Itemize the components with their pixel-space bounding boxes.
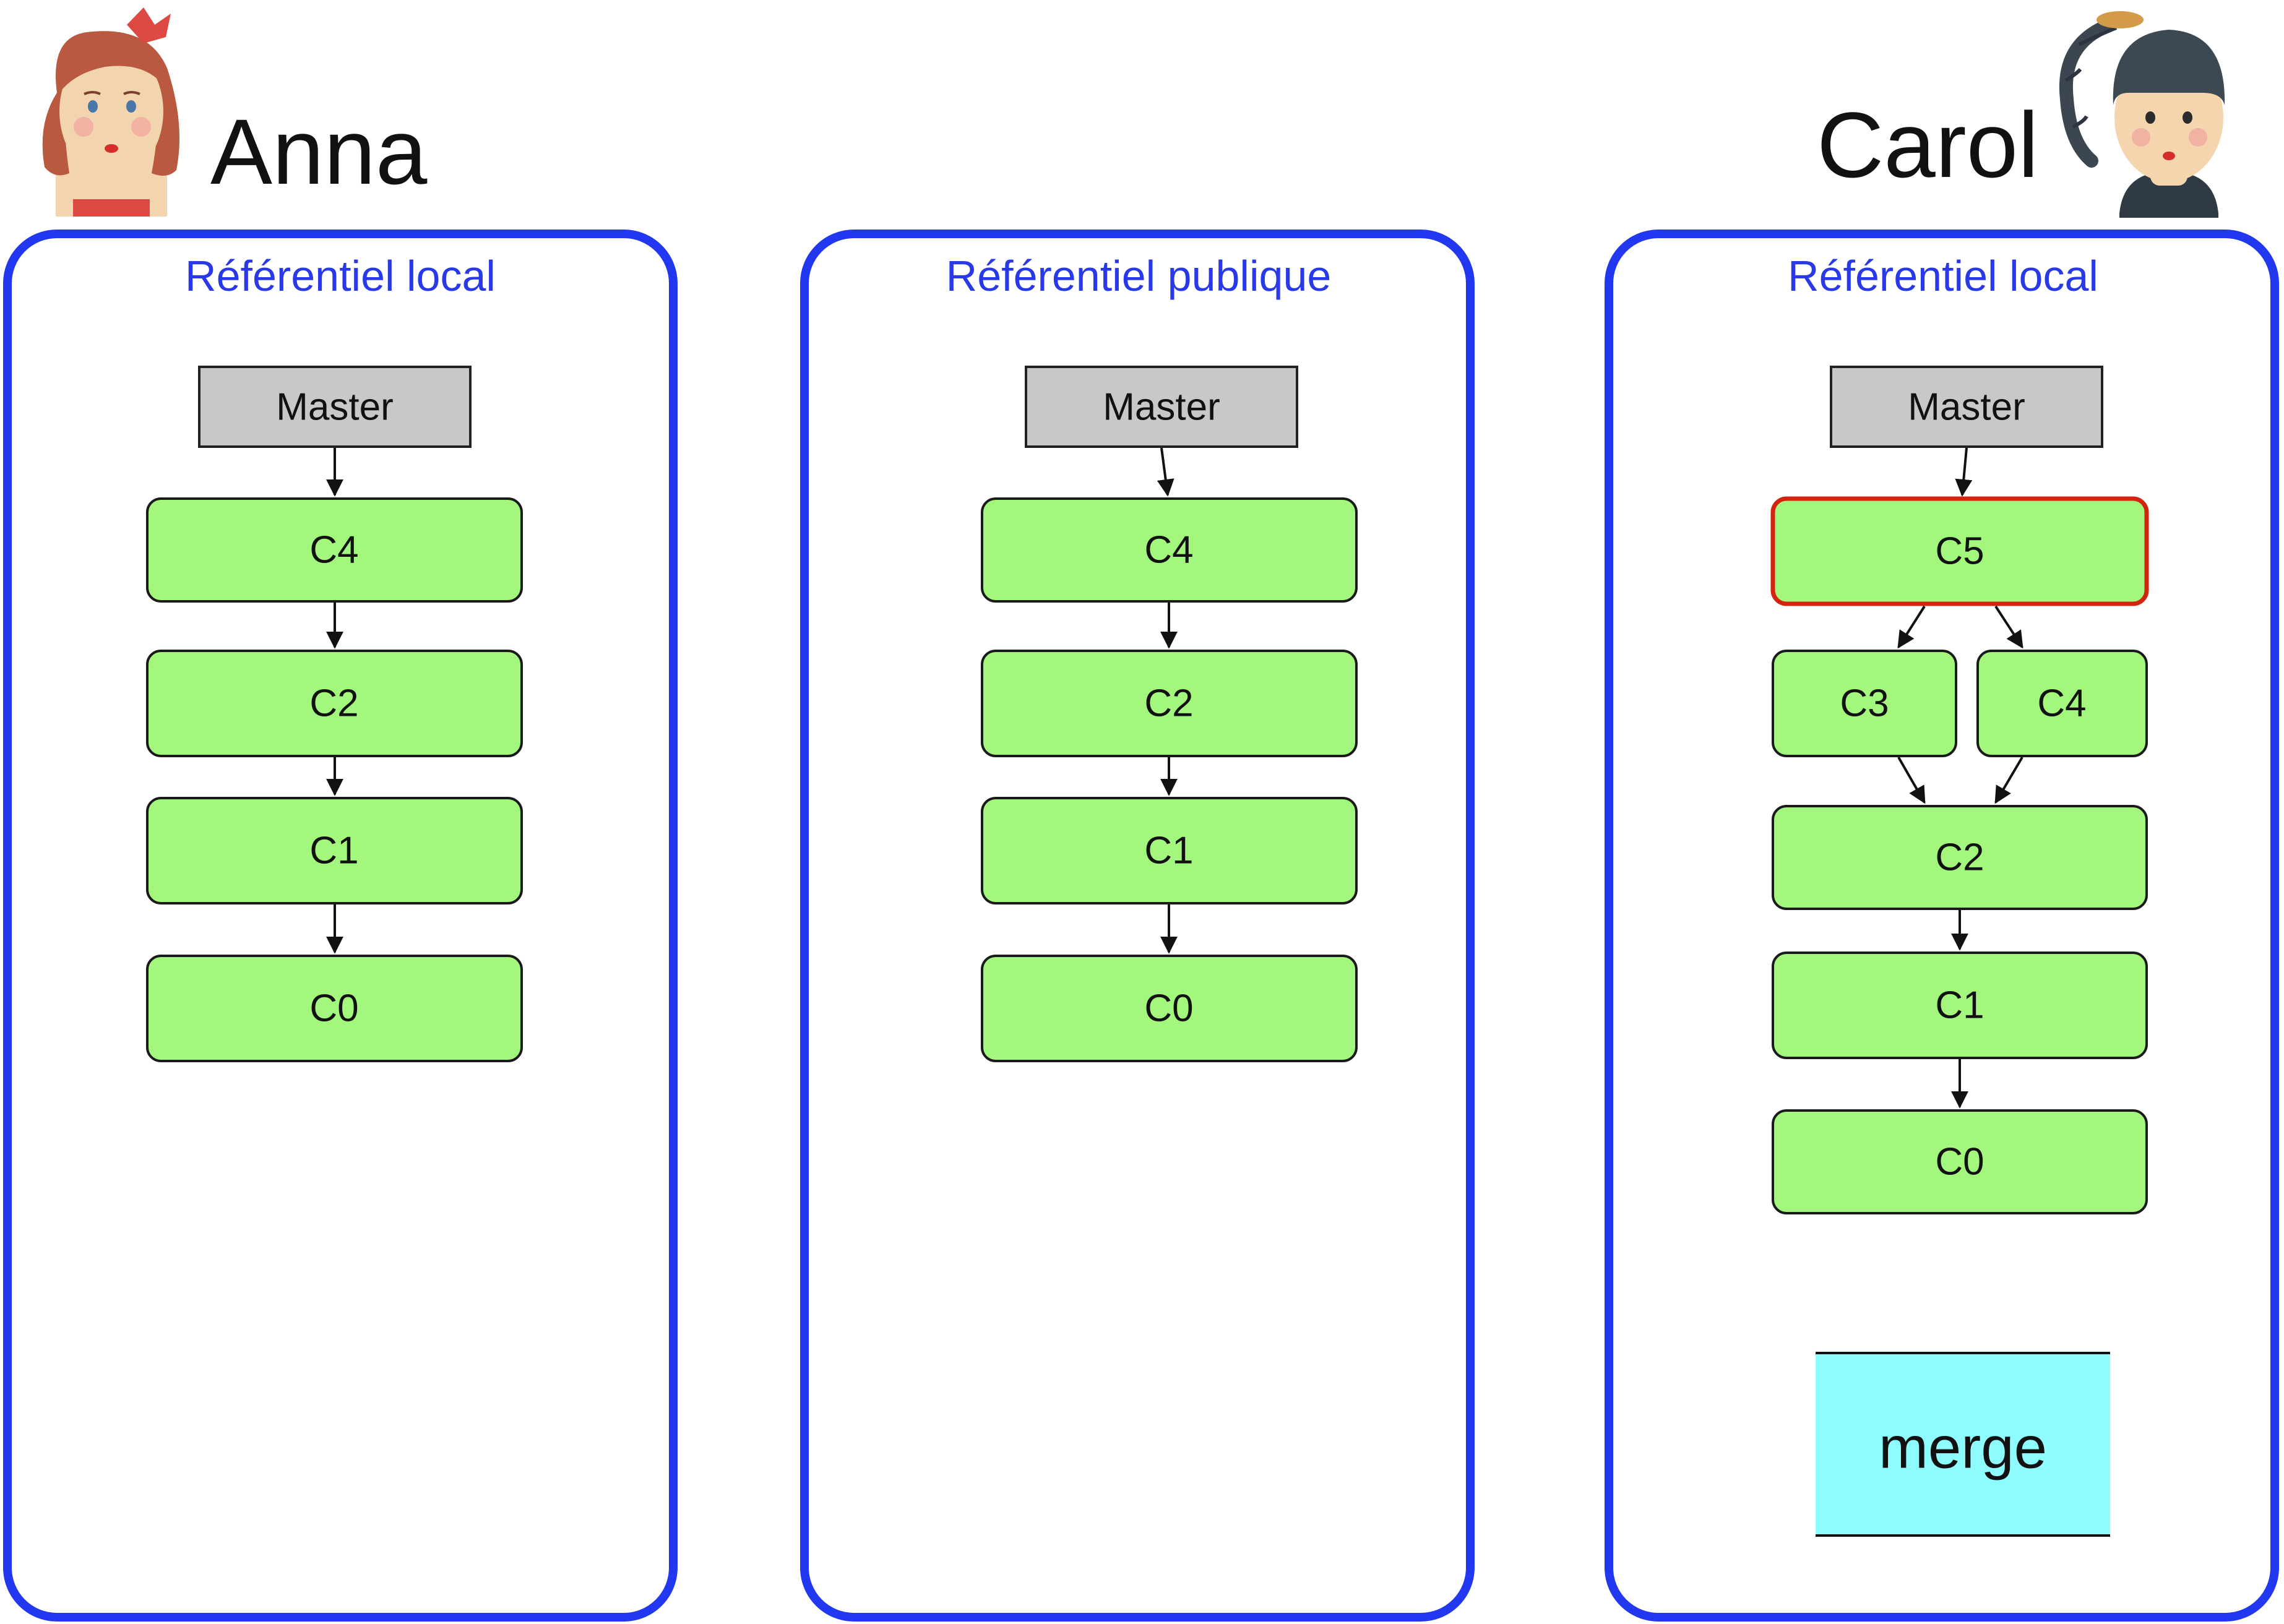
merge-label: merge	[1879, 1415, 2047, 1481]
commit-c2: C2	[146, 650, 523, 757]
panel-public: Référentiel publique Master C4 C2 C1 C0	[800, 230, 1475, 1622]
person-name-anna: Anna	[210, 100, 428, 204]
person-name-carol: Carol	[1817, 93, 2038, 197]
panel-anna-local: Référentiel local Master C4 C2 C1 C0	[3, 230, 678, 1622]
merge-action-box: merge	[1816, 1352, 2110, 1537]
master-label: Master	[1908, 386, 2025, 429]
panel-title: Référentiel local	[1788, 252, 2098, 300]
commit-c1: C1	[146, 797, 523, 904]
commit-c3: C3	[1772, 650, 1957, 757]
master-label: Master	[276, 386, 393, 429]
commit-label: C0	[1144, 987, 1193, 1030]
commit-c4: C4	[146, 497, 523, 603]
commit-c0: C0	[146, 955, 523, 1062]
commit-label: C2	[309, 682, 358, 725]
commit-c5-merge-commit: C5	[1770, 496, 2149, 606]
commit-label: C2	[1144, 682, 1193, 725]
woman-dark-ponytail-avatar-icon	[2059, 11, 2225, 218]
master-pointer: Master	[1025, 366, 1298, 448]
woman-red-hair-avatar-icon	[42, 7, 180, 217]
panel-title: Référentiel local	[185, 252, 496, 300]
commit-c2: C2	[1772, 805, 2148, 910]
master-label: Master	[1103, 386, 1220, 429]
commit-label: C3	[1840, 682, 1889, 725]
panel-title: Référentiel publique	[946, 252, 1332, 300]
commit-label: C1	[1935, 984, 1984, 1027]
commit-label: C1	[1144, 830, 1193, 872]
commit-c1: C1	[1772, 952, 2148, 1059]
commit-c2: C2	[981, 650, 1358, 757]
commit-c0: C0	[981, 955, 1358, 1062]
commit-label: C2	[1935, 836, 1984, 879]
commit-c4: C4	[981, 497, 1358, 603]
edge-master-c5	[1955, 447, 1973, 497]
commit-label: C1	[309, 830, 358, 872]
commit-label: C0	[1935, 1141, 1984, 1184]
edge-c5-c3	[1897, 605, 1926, 649]
edge-c5-c4	[1994, 605, 2023, 649]
edge-master-c4	[1157, 447, 1174, 497]
edge-c4-c2	[1994, 756, 2023, 804]
commit-c0: C0	[1772, 1109, 2148, 1214]
commit-label: C4	[2037, 682, 2086, 725]
edge-c3-c2	[1897, 757, 1926, 804]
commit-label: C4	[1144, 529, 1193, 572]
panel-carol-local: Référentiel local Master C5 C3 C4 C2 C1 …	[1605, 230, 2279, 1622]
commit-label: C5	[1935, 530, 1984, 573]
commit-label: C0	[309, 987, 358, 1030]
commit-c1: C1	[981, 797, 1358, 904]
master-pointer: Master	[1830, 366, 2103, 448]
commit-c4: C4	[1976, 650, 2148, 757]
commit-label: C4	[309, 529, 358, 572]
master-pointer: Master	[198, 366, 472, 448]
